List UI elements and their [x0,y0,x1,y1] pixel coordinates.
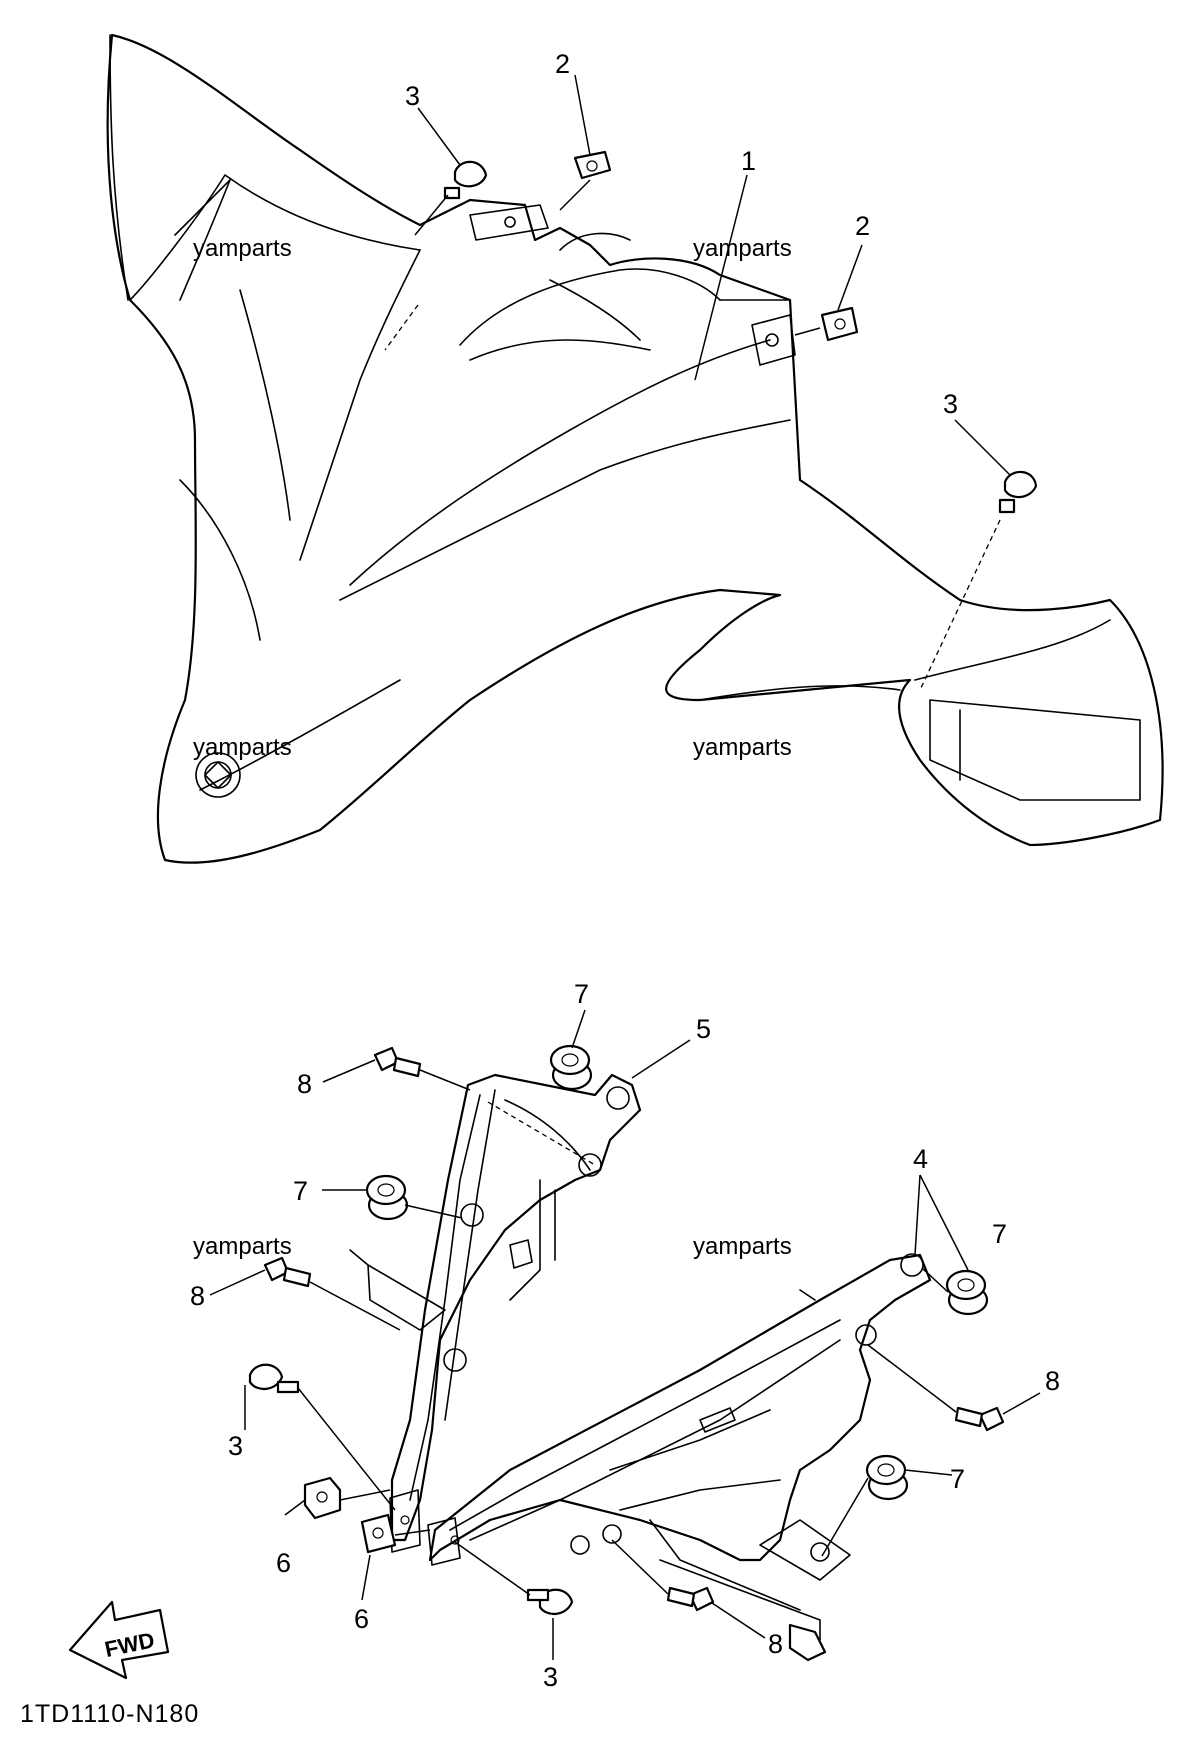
grommet-part-7-low [865,1454,909,1501]
assembly-line [384,304,419,351]
callout-7-mid: 7 [293,1176,308,1206]
assembly-line [821,1477,869,1557]
callout-7-top: 7 [574,979,589,1009]
leader-line [574,74,591,156]
assembly-line [309,1281,401,1331]
leader-line [322,1059,376,1083]
leader-line [904,1469,953,1476]
watermark: yamparts [193,734,292,761]
assembly-line [419,1069,471,1091]
grommet-part-7-mid [365,1174,409,1221]
leader-line [954,419,1011,476]
callout-7-low: 7 [950,1464,965,1494]
assembly-line [794,327,821,336]
leader-line [1002,1392,1041,1415]
clip-nut-part-6-upper [303,1476,342,1520]
stay-part-4 [427,1253,932,1662]
clip-nut-part-2-top [573,150,612,180]
grommet-part-7-right [945,1269,989,1316]
callout-4: 4 [913,1144,928,1174]
callout-2-top: 2 [555,49,570,79]
assembly-line [394,1529,431,1536]
stay-part-5 [349,1073,642,1553]
callout-1: 1 [741,146,756,176]
watermark: yamparts [693,1233,792,1260]
callout-8-right: 8 [1045,1366,1060,1396]
screw-part-3-lower-left [248,1363,300,1394]
callout-6-left: 6 [276,1548,291,1578]
leader-line [694,174,748,381]
watermark: yamparts [693,734,792,761]
callout-5: 5 [696,1014,711,1044]
assembly-line [921,1267,949,1293]
callout-3-lower-mid: 3 [543,1662,558,1692]
leader-line [919,1174,969,1271]
screw-part-3-lower-mid [526,1588,574,1615]
callout-7-right: 7 [992,1219,1007,1249]
leader-line [837,244,863,311]
leader-line [914,1174,921,1256]
callout-8-left: 8 [190,1281,205,1311]
bolt-part-8-left [263,1256,312,1288]
bolt-part-8-bottom [666,1586,715,1612]
screw-part-3-upper-left [443,160,488,200]
callout-3-upper-right: 3 [943,389,958,419]
clip-nut-part-6-lower [360,1513,397,1554]
assembly-line [404,1204,463,1219]
assembly-line [919,519,1001,691]
callout-8-bottom: 8 [768,1629,783,1659]
callout-3-upper-left: 3 [405,81,420,111]
watermark: yamparts [193,1233,292,1260]
clip-nut-part-2-right [820,306,859,342]
assembly-line [454,1541,531,1596]
assembly-line [611,1539,669,1595]
callout-8-top: 8 [297,1069,312,1099]
bolt-part-8-right [954,1406,1005,1432]
leader-line [284,1499,306,1516]
leader-line [571,1009,586,1049]
leader-line [417,107,461,166]
grommet-part-7-top [549,1044,593,1091]
leader-line [361,1554,371,1601]
bolt-part-8-top [373,1046,422,1078]
assembly-line [339,1489,391,1501]
watermark: yamparts [693,235,792,262]
assembly-line [867,1344,957,1413]
leader-line [209,1269,266,1296]
assembly-line [414,194,449,236]
callout-2-right: 2 [855,211,870,241]
leader-line [631,1039,691,1079]
assembly-line [297,1387,396,1511]
leader-line [711,1602,766,1639]
front-cowling-part [106,33,1164,864]
callout-3-lower-left: 3 [228,1431,243,1461]
watermark: yamparts [193,235,292,262]
diagram-code: 1TD1110-N180 [20,1700,199,1728]
fwd-arrow-icon: FWD [68,1600,170,1680]
callout-6-right: 6 [354,1604,369,1634]
screw-part-3-upper-right [998,470,1038,514]
assembly-line [559,179,591,211]
